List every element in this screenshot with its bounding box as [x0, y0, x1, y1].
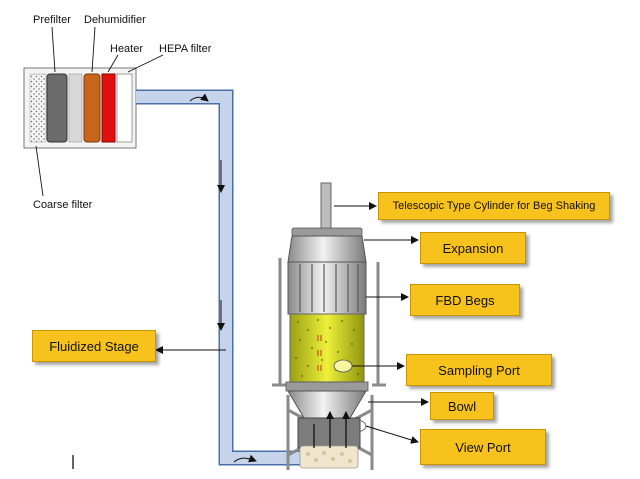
sampling-port-marker — [333, 359, 353, 373]
label-dehumidifier: Dehumidifier — [84, 14, 146, 26]
heater-element — [101, 73, 116, 143]
label-prefilter: Prefilter — [33, 14, 71, 26]
callout-arrows — [155, 202, 429, 444]
callout-fbd-begs: FBD Begs — [410, 284, 520, 316]
expansion-chamber — [287, 227, 367, 263]
air-inlet-plenum — [297, 411, 361, 469]
callout-sampling-port: Sampling Port — [406, 354, 552, 386]
label-hepa: HEPA filter — [159, 43, 212, 55]
label-heater: Heater — [110, 43, 144, 55]
dehumidifier-element — [83, 73, 101, 143]
callout-bowl: Bowl — [430, 392, 494, 420]
prefilter-element — [46, 73, 68, 143]
label-coarse-filter: Coarse filter — [33, 199, 93, 211]
telescopic-cylinder — [320, 182, 332, 230]
filter-leaders — [35, 26, 164, 197]
filter-housing — [23, 67, 137, 149]
flow-arrows — [189, 93, 257, 463]
air-duct — [136, 89, 305, 466]
fbd-bags — [287, 261, 367, 315]
callout-expansion: Expansion — [420, 232, 526, 264]
hepa-element — [116, 73, 133, 143]
coarse-filter — [29, 73, 47, 143]
callout-view-port: View Port — [420, 429, 546, 465]
callout-telescopic: Telescopic Type Cylinder for Beg Shaking — [378, 192, 610, 220]
callout-fluidized-stage: Fluidized Stage — [32, 330, 156, 362]
product-bed — [289, 313, 365, 383]
